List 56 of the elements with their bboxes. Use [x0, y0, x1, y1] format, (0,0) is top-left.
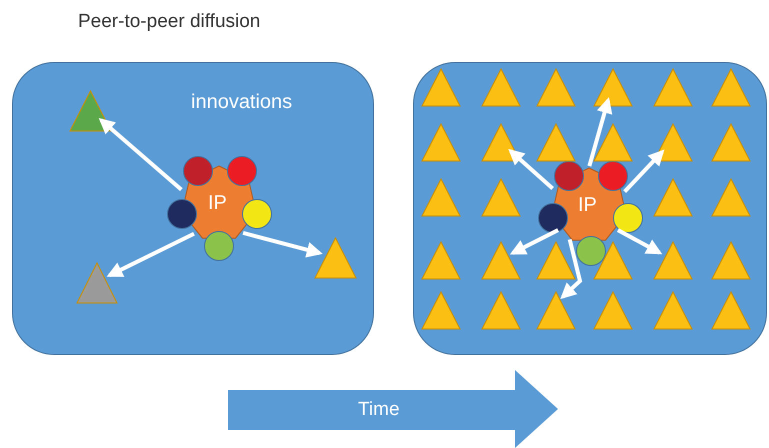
circle — [538, 203, 568, 233]
triangle — [482, 69, 520, 106]
triangle — [537, 242, 575, 279]
arrow — [587, 97, 612, 167]
triangle — [482, 292, 520, 329]
arrow — [623, 150, 664, 194]
triangle — [70, 91, 111, 131]
triangle — [482, 124, 520, 161]
circle — [242, 199, 272, 229]
triangle — [712, 292, 750, 329]
arrow — [560, 238, 582, 300]
rounded-panel — [12, 62, 374, 355]
circle — [183, 156, 213, 186]
circle — [613, 203, 643, 233]
arrow-label: Time — [358, 399, 400, 421]
triangle — [654, 242, 692, 279]
triangle — [422, 179, 460, 216]
triangle — [422, 124, 460, 161]
title: Peer-to-peer diffusion — [78, 11, 260, 33]
arrow — [98, 118, 183, 192]
triangle — [77, 263, 117, 303]
triangle — [654, 179, 692, 216]
triangle — [594, 242, 632, 279]
triangle — [712, 124, 750, 161]
triangle — [537, 292, 575, 329]
arrow — [510, 228, 560, 255]
arrow — [106, 232, 195, 278]
node-label: IP — [208, 192, 227, 215]
triangle — [712, 69, 750, 106]
triangle — [654, 292, 692, 329]
triangle — [537, 69, 575, 106]
triangle — [712, 179, 750, 216]
triangle — [422, 242, 460, 279]
triangle — [537, 124, 575, 161]
triangle — [594, 292, 632, 329]
circle — [554, 161, 584, 191]
circle — [227, 156, 257, 186]
triangle — [654, 69, 692, 106]
triangle — [422, 69, 460, 106]
arrow-shape — [228, 370, 558, 448]
circle — [598, 161, 628, 191]
panel-label: innovations — [191, 91, 292, 114]
rounded-panel — [413, 62, 767, 355]
arrow — [508, 148, 554, 190]
triangle — [712, 242, 750, 279]
triangle — [482, 179, 520, 216]
triangle — [482, 242, 520, 279]
triangle — [315, 238, 356, 278]
circle — [167, 199, 197, 229]
circle — [204, 231, 234, 261]
triangle — [422, 292, 460, 329]
arrow — [242, 230, 323, 258]
arrow — [616, 228, 662, 254]
triangle — [594, 69, 632, 106]
triangle — [594, 124, 632, 161]
node-label: IP — [578, 194, 597, 217]
